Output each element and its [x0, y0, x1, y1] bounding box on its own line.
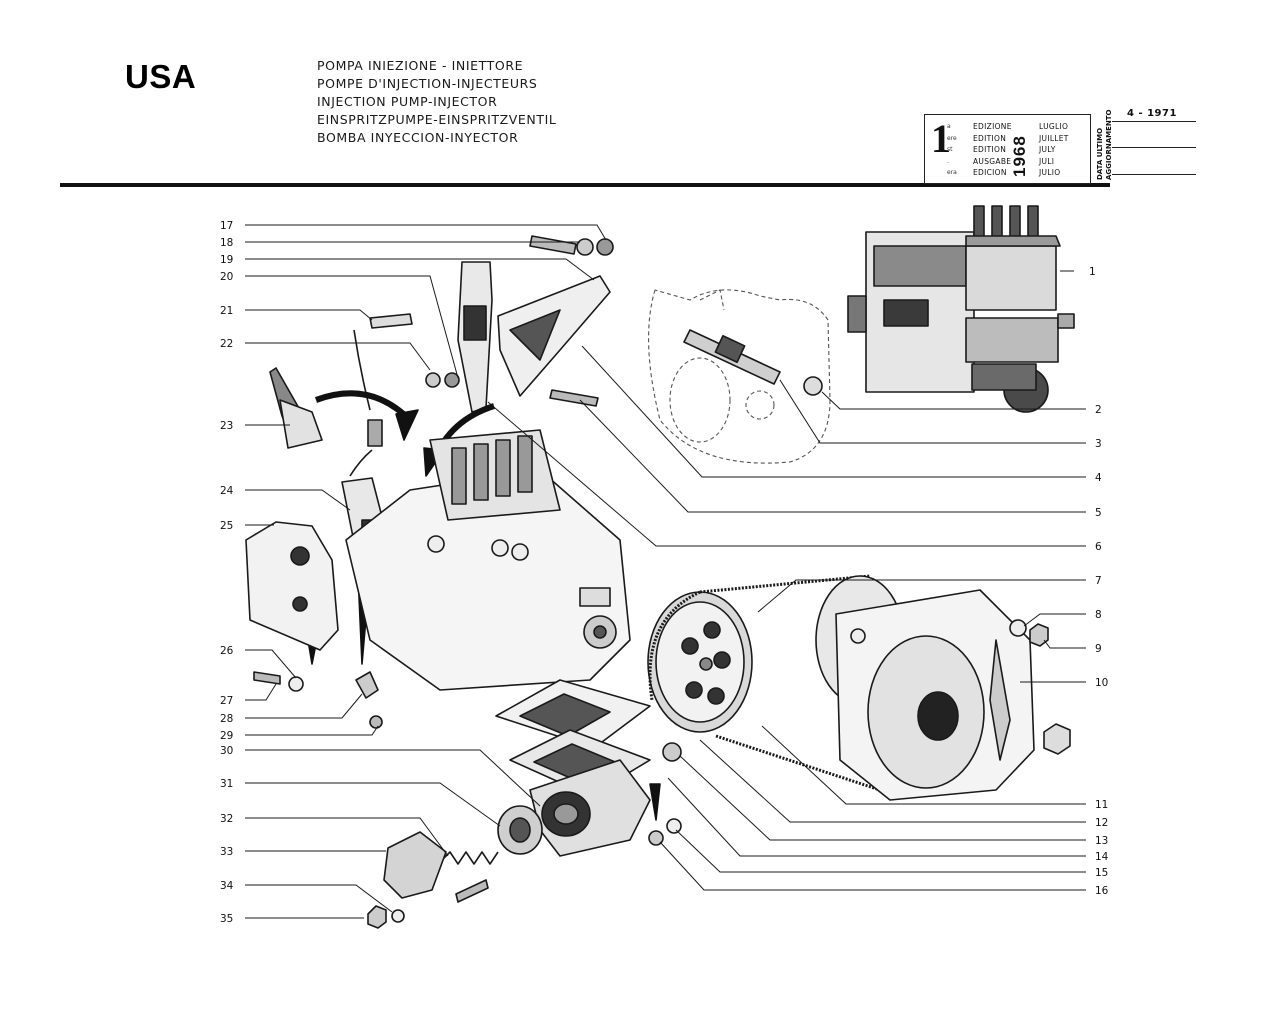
timing-cover	[835, 589, 1035, 801]
title-french: POMPE D'INJECTION-INJECTEURS	[317, 76, 538, 91]
callout-17: 17	[220, 220, 233, 232]
edition-months: LUGLIO JUILLET JULY JULI JULIO	[1039, 122, 1069, 177]
callouts-right: 1 2 3 4 5 6 7 8 9 10 11 12 13 14 15 16	[1089, 266, 1109, 897]
bolt-27	[253, 671, 281, 685]
callout-20: 20	[220, 271, 233, 283]
callout-26: 26	[220, 645, 234, 657]
update-line	[1112, 174, 1196, 175]
edition-number: 1	[931, 116, 951, 161]
cover-plate	[245, 521, 339, 651]
callout-12: 12	[1095, 817, 1108, 829]
callout-23: 23	[220, 420, 233, 432]
edition-box: 1 a ere st . era EDIZIONE EDITION EDITIO…	[924, 114, 1091, 184]
callout-14: 14	[1095, 851, 1109, 863]
update-date: 4 - 1971	[1127, 108, 1177, 119]
title-block: POMPA INIEZIONE - INIETTORE POMPE D'INJE…	[317, 57, 556, 147]
callout-11: 11	[1095, 799, 1108, 811]
toothed-pulley	[647, 591, 753, 733]
injector-washer	[803, 376, 823, 396]
screw-28	[355, 671, 379, 699]
update-line	[1112, 147, 1196, 148]
washer-16	[648, 830, 664, 846]
callout-8: 8	[1095, 609, 1102, 621]
callout-13: 13	[1095, 835, 1108, 847]
callout-35: 35	[220, 913, 233, 925]
callout-30: 30	[220, 745, 233, 757]
callout-22: 22	[220, 338, 233, 350]
callout-16: 16	[1095, 885, 1109, 897]
callout-2: 2	[1095, 404, 1102, 416]
callout-29: 29	[220, 730, 233, 742]
washer-13	[662, 742, 682, 762]
timing-belt	[648, 574, 881, 792]
screw	[455, 879, 489, 903]
injector-in-head	[683, 329, 781, 385]
callout-24: 24	[220, 485, 234, 497]
update-line	[1112, 121, 1196, 122]
callout-15: 15	[1095, 867, 1108, 879]
leader-lines	[245, 224, 1086, 919]
title-spanish: BOMBA INYECCION-INYECTOR	[317, 130, 519, 145]
title-german: EINSPRITZPUMPE-EINSPRITZVENTIL	[317, 112, 557, 127]
callout-18: 18	[220, 237, 233, 249]
callout-6: 6	[1095, 541, 1102, 553]
pump-body	[345, 429, 631, 691]
callout-3: 3	[1095, 438, 1102, 450]
drive-housing	[529, 759, 651, 857]
callout-9: 9	[1095, 643, 1102, 655]
callout-32: 32	[220, 813, 233, 825]
callout-5: 5	[1095, 507, 1102, 519]
callout-28: 28	[220, 713, 233, 725]
mounting-brackets	[425, 235, 614, 413]
callout-27: 27	[220, 695, 233, 707]
edition-labels: EDIZIONE EDITION EDITION AUSGABE EDICION	[973, 122, 1012, 177]
edition-ordinal-marks: a ere st . era	[947, 123, 957, 176]
callout-10: 10	[1095, 677, 1108, 689]
washer-15	[666, 818, 682, 834]
end-cap	[383, 831, 447, 899]
callout-33: 33	[220, 846, 233, 858]
callout-19: 19	[220, 254, 233, 266]
callout-4: 4	[1095, 472, 1102, 484]
title-italian: POMPA INIEZIONE - INIETTORE	[317, 58, 524, 73]
callout-31: 31	[220, 778, 233, 790]
nut-cap	[1043, 723, 1071, 755]
callout-34: 34	[220, 880, 234, 892]
engine-phantom	[648, 289, 831, 464]
callout-1: 1	[1089, 266, 1096, 278]
nut	[367, 905, 387, 929]
spring	[439, 851, 499, 865]
callouts-left: 17 18 19 20 21 22 23 24 25 26 27 28 29 3…	[220, 220, 234, 925]
callout-7: 7	[1095, 575, 1102, 587]
nut-9	[1029, 623, 1049, 647]
header-rule	[60, 183, 1110, 187]
callout-25: 25	[220, 520, 233, 532]
region-label: USA	[125, 58, 197, 95]
injection-pump-assembly	[847, 205, 1075, 413]
title-english: INJECTION PUMP-INJECTOR	[317, 94, 498, 109]
washer-8	[1009, 619, 1027, 637]
callout-21: 21	[220, 305, 233, 317]
parts-drawing	[245, 205, 1075, 929]
